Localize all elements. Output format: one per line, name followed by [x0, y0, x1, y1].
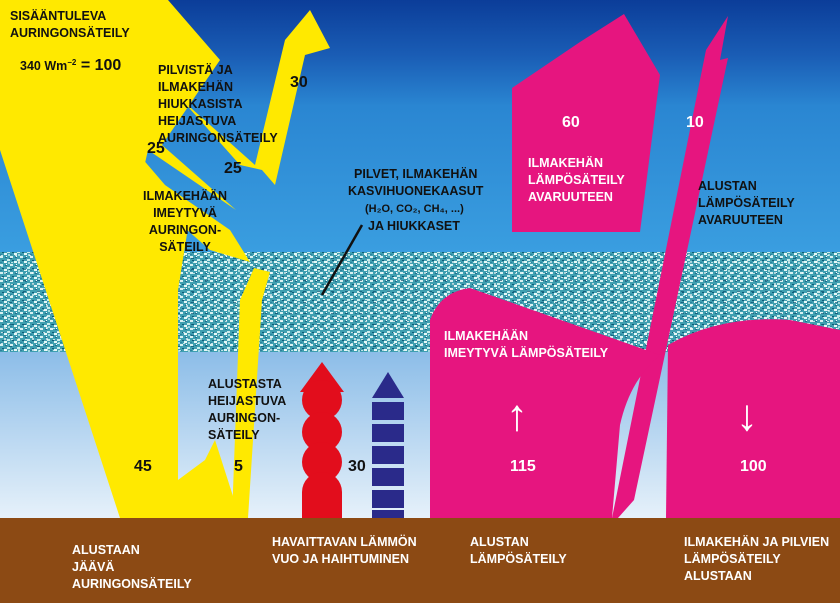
- solar-absorbed-atm-branch: [135, 150, 250, 262]
- sensible-latent-value: 30: [348, 458, 366, 475]
- surface-to-space-label: ALUSTAN LÄMPÖSÄTEILY AVARUUTEEN: [698, 179, 795, 227]
- absorbed-surface-label: ALUSTAAN JÄÄVÄ AURINGONSÄTEILY: [72, 543, 192, 591]
- absorbed-solar-label: ILMAKEHÄÄN IMEYTYVÄ AURINGON- SÄTEILY: [143, 189, 228, 254]
- surface-thermal-shape: [430, 288, 660, 518]
- surface-to-space-arrow: [596, 16, 728, 518]
- atm-radiation-space-shape: [512, 14, 660, 232]
- surface-reflected-label: ALUSTASTA HEIJASTUVA AURINGON- SÄTEILY: [208, 377, 287, 442]
- solar-surface-reflected-arrow: [232, 268, 270, 518]
- reflected-clouds-25-value: 25: [147, 140, 165, 157]
- absorbed-solar-25-value: 25: [224, 160, 242, 177]
- absorbed-thermal-label: ILMAKEHÄÄN IMEYTYVÄ LÄMPÖSÄTEILY: [444, 329, 609, 360]
- down-arrow-icon: ↓: [736, 391, 758, 440]
- surface-absorbed-value: 45: [134, 458, 152, 475]
- solar-incoming-beam: [0, 0, 240, 518]
- clouds-gases-formula: (H₂O, CO₂, CH₄, ...): [365, 203, 464, 215]
- surface-thermal-value: 115: [510, 458, 536, 475]
- incoming-solar-label: SISÄÄNTULEVA AURINGONSÄTEILY: [10, 9, 130, 40]
- atm-to-space-label: ILMAKEHÄN LÄMPÖSÄTEILY AVARUUTEEN: [528, 156, 625, 204]
- back-radiation-shape: [666, 319, 840, 518]
- reflected-clouds-label: PILVISTÄ JA ILMAKEHÄN HIUKKASISTA HEIJAS…: [158, 63, 278, 145]
- atm-space-value: 60: [562, 114, 580, 131]
- reflected-atm-value: 30: [290, 74, 308, 91]
- sensible-heat-column: [300, 362, 344, 518]
- cloud-label-pointer: [320, 224, 364, 296]
- surface-reflected-value: 5: [234, 458, 243, 475]
- clouds-gases-particles: JA HIUKKASET: [368, 219, 460, 233]
- solar-reflected-space-arrow: [182, 10, 330, 185]
- sensible-latent-label: HAVAITTAVAN LÄMMÖN VUO JA HAIHTUMINEN: [272, 535, 417, 566]
- latent-heat-column: [372, 372, 404, 518]
- clouds-gases-label: PILVET, ILMAKEHÄN KASVIHUONEKAASUT: [348, 167, 484, 198]
- up-arrow-icon: ↑: [506, 391, 528, 440]
- back-radiation-value: 100: [740, 458, 767, 475]
- incoming-solar-value: 340 Wm−2 = 100: [20, 57, 122, 74]
- back-radiation-label: ILMAKEHÄN JA PILVIEN LÄMPÖSÄTEILY ALUSTA…: [684, 535, 830, 583]
- surface-space-value: 10: [686, 114, 704, 131]
- surface-ground: [0, 518, 840, 603]
- surface-thermal-label: ALUSTAN LÄMPÖSÄTEILY: [470, 535, 567, 566]
